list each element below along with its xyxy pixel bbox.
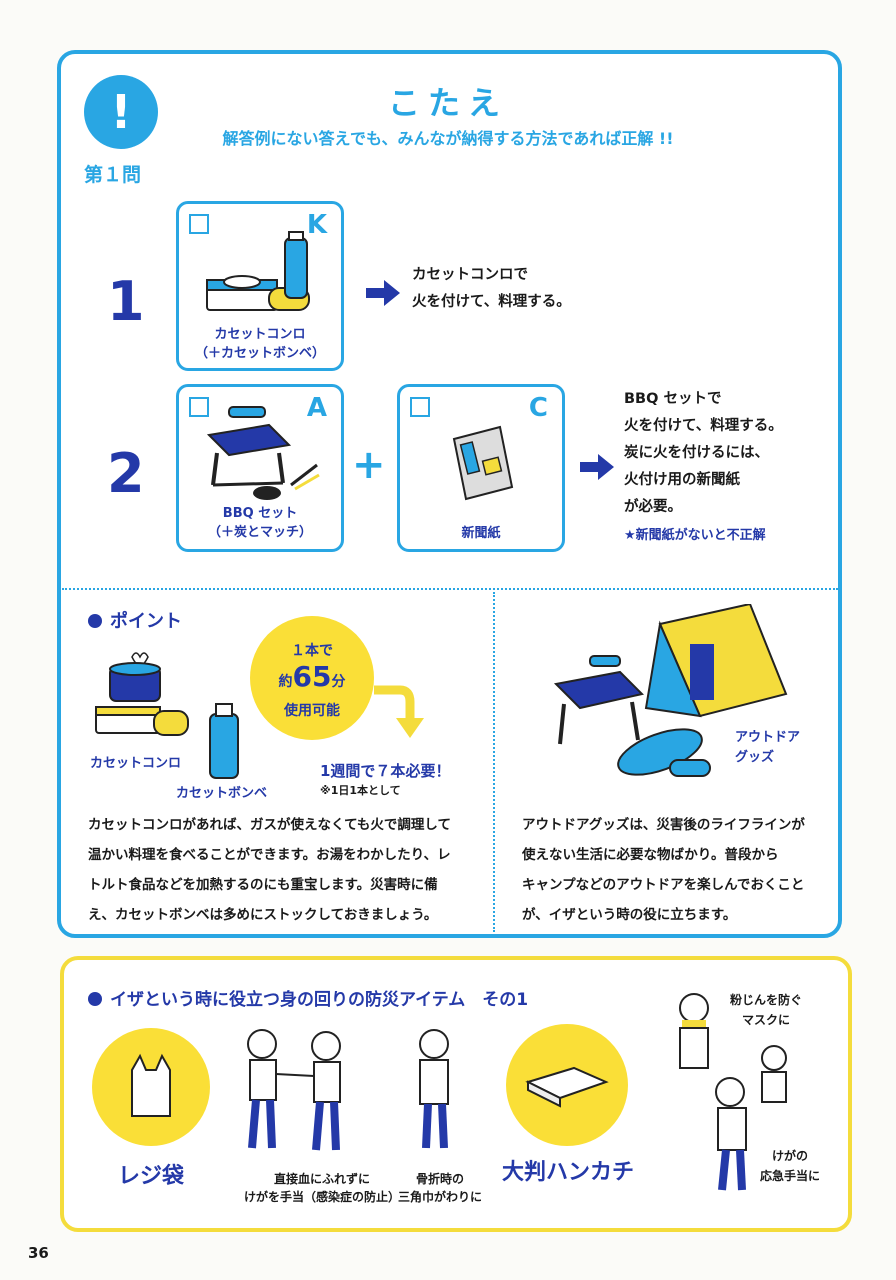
- outdoor-body-line: 使えない生活に必要な物ばかり。普段から: [522, 847, 779, 863]
- section-divider: [62, 588, 838, 590]
- card-cassette-stove: K カセットコンロ （＋カセットボンベ）: [176, 201, 344, 371]
- caption-line: 直接血にふれずに: [274, 1172, 371, 1186]
- handkerchief-circle: [506, 1024, 628, 1146]
- card-caption-sub: （＋カセットボンベ）: [194, 346, 325, 361]
- plastic-bag-circle: [92, 1028, 210, 1146]
- checkbox[interactable]: [410, 397, 430, 417]
- answer2-line: 火付け用の新聞紙: [624, 472, 740, 488]
- bubble-number: 65: [292, 660, 332, 693]
- plastic-bag-icon: [131, 1053, 171, 1117]
- point-heading: ポイント: [88, 607, 182, 633]
- card-letter: K: [306, 210, 327, 240]
- point-body-line: 温かい料理を食べることができます。お湯をわかしたり、レ: [88, 847, 451, 863]
- caption-line: 粉じんを防ぐ: [730, 993, 803, 1007]
- page-subtitle: 解答例にない答えでも、みんなが納得する方法であれば正解 !!: [222, 129, 674, 148]
- people-first-aid-icon: [247, 1029, 341, 1151]
- card-bbq-set: A BBQ セット （＋炭とマッチ）: [176, 384, 344, 552]
- answer2-note: ★新聞紙がないと不正解: [624, 528, 766, 543]
- bubble-unit: 分: [331, 674, 346, 690]
- bullet-dot: [88, 614, 102, 628]
- page-number: 36: [28, 1244, 49, 1262]
- card-caption: 新聞紙: [461, 526, 501, 541]
- curved-arrow-icon: [374, 685, 424, 738]
- bubble-line-3: 使用可能: [284, 703, 340, 719]
- cylinder-label: カセットボンベ: [176, 786, 268, 801]
- card-letter: A: [306, 393, 327, 423]
- caption-line: 三角巾がわりに: [398, 1190, 483, 1204]
- arrow-right-icon: [366, 280, 400, 306]
- outdoor-goods-icon: [553, 604, 788, 777]
- point-heading-text: ポイント: [110, 611, 182, 632]
- handkerchief-icon: [525, 1066, 609, 1108]
- outdoor-body-line: キャンプなどのアウトドアを楽しんでおくこと: [522, 877, 805, 893]
- outdoor-label-line: アウトドア: [735, 730, 801, 745]
- week-note: ※1日1本として: [320, 784, 401, 797]
- stove-with-pot-icon: [95, 652, 189, 736]
- items-heading: イザという時に役立つ身の回りの防災アイテム その1: [88, 985, 528, 1010]
- stove-label: カセットコンロ: [90, 756, 182, 771]
- point-body: カセットコンロがあれば、ガスが使えなくても火で調理して 温かい料理を食べることが…: [88, 810, 451, 930]
- checkbox[interactable]: [189, 397, 209, 417]
- bbq-grill-icon: [206, 406, 320, 500]
- bubble-line-1: １本で: [291, 643, 333, 659]
- point-body-line: カセットコンロがあれば、ガスが使えなくても火で調理して: [88, 817, 452, 833]
- injury-caption: けがの 応急手当に: [760, 1146, 820, 1186]
- checkbox[interactable]: [189, 214, 209, 234]
- card-caption: BBQ セット: [222, 506, 298, 521]
- mask-caption: 粉じんを防ぐ マスクに: [730, 990, 802, 1030]
- gas-cylinder-icon: [209, 703, 239, 779]
- caption-line: 骨折時の: [416, 1172, 465, 1186]
- bubble-line-2: 約65分: [250, 660, 374, 693]
- card-newspaper: C 新聞紙: [397, 384, 565, 552]
- question-label: 第１問: [84, 164, 142, 186]
- caption-line: けがの: [772, 1149, 809, 1163]
- page-title: こたえ: [387, 84, 508, 122]
- answer2-line: 火を付けて、料理する。: [624, 418, 783, 434]
- items-heading-text: イザという時に役立つ身の回りの防災アイテム その1: [110, 990, 529, 1010]
- handkerchief-label: 大判ハンカチ: [502, 1160, 635, 1185]
- outdoor-body: アウトドアグッズは、災害後のライフラインが 使えない生活に必要な物ばかり。普段か…: [522, 810, 805, 930]
- outdoor-body-line: アウトドアグッズは、災害後のライフラインが: [522, 817, 805, 833]
- stove-icon: [206, 231, 310, 311]
- plus-sign: +: [352, 442, 386, 488]
- usage-bubble: １本で 約65分 使用可能: [250, 616, 374, 740]
- section-divider-vertical: [493, 592, 495, 932]
- answer1-text-2: 火を付けて、料理する。: [412, 294, 571, 310]
- point-body-line: え、カセットボンベは多めにストックしておきましょう。: [88, 907, 438, 923]
- outdoor-body-line: が、イザという時の役に立ちます。: [522, 907, 737, 923]
- answer2-line: 炭に火を付けるには、: [624, 445, 769, 461]
- arrow-right-icon: [580, 454, 614, 480]
- card-letter: C: [528, 393, 548, 423]
- week-text: 1週間で７本必要！: [320, 762, 451, 780]
- caption-line: 応急手当に: [760, 1169, 821, 1183]
- newspaper-icon: [452, 425, 514, 501]
- card-caption: カセットコンロ: [214, 327, 306, 342]
- exclamation-badge: !: [84, 75, 158, 149]
- point-body-line: トルト食品などを加熱するのにも重宝します。災害時に備: [88, 877, 438, 893]
- outdoor-label: アウトドア グッズ: [735, 728, 800, 768]
- card-caption-sub: （＋炭とマッチ）: [207, 525, 312, 540]
- first-aid-caption: 直接血にふれずに けがを手当（感染症の防止）: [244, 1170, 400, 1206]
- bubble-prefix: 約: [278, 674, 293, 690]
- plastic-bag-label: レジ袋: [118, 1164, 185, 1189]
- answer2-line: が必要。: [624, 499, 682, 515]
- caption-line: けがを手当（感染症の防止）: [244, 1190, 401, 1204]
- bullet-dot: [88, 992, 102, 1006]
- fracture-caption: 骨折時の 三角巾がわりに: [398, 1170, 482, 1206]
- outdoor-label-line: グッズ: [735, 750, 775, 765]
- answer1-text-1: カセットコンロで: [412, 267, 528, 283]
- answer-number-2: 2: [107, 442, 145, 505]
- answer2-text: BBQ セットで 火を付けて、料理する。 炭に火を付けるには、 火付け用の新聞紙…: [624, 386, 783, 521]
- people-mask-icon: [679, 993, 787, 1191]
- caption-line: マスクに: [742, 1013, 791, 1027]
- answer-number-1: 1: [107, 270, 145, 333]
- answer2-line: BBQ セットで: [624, 391, 722, 407]
- person-sling-icon: [419, 1029, 449, 1149]
